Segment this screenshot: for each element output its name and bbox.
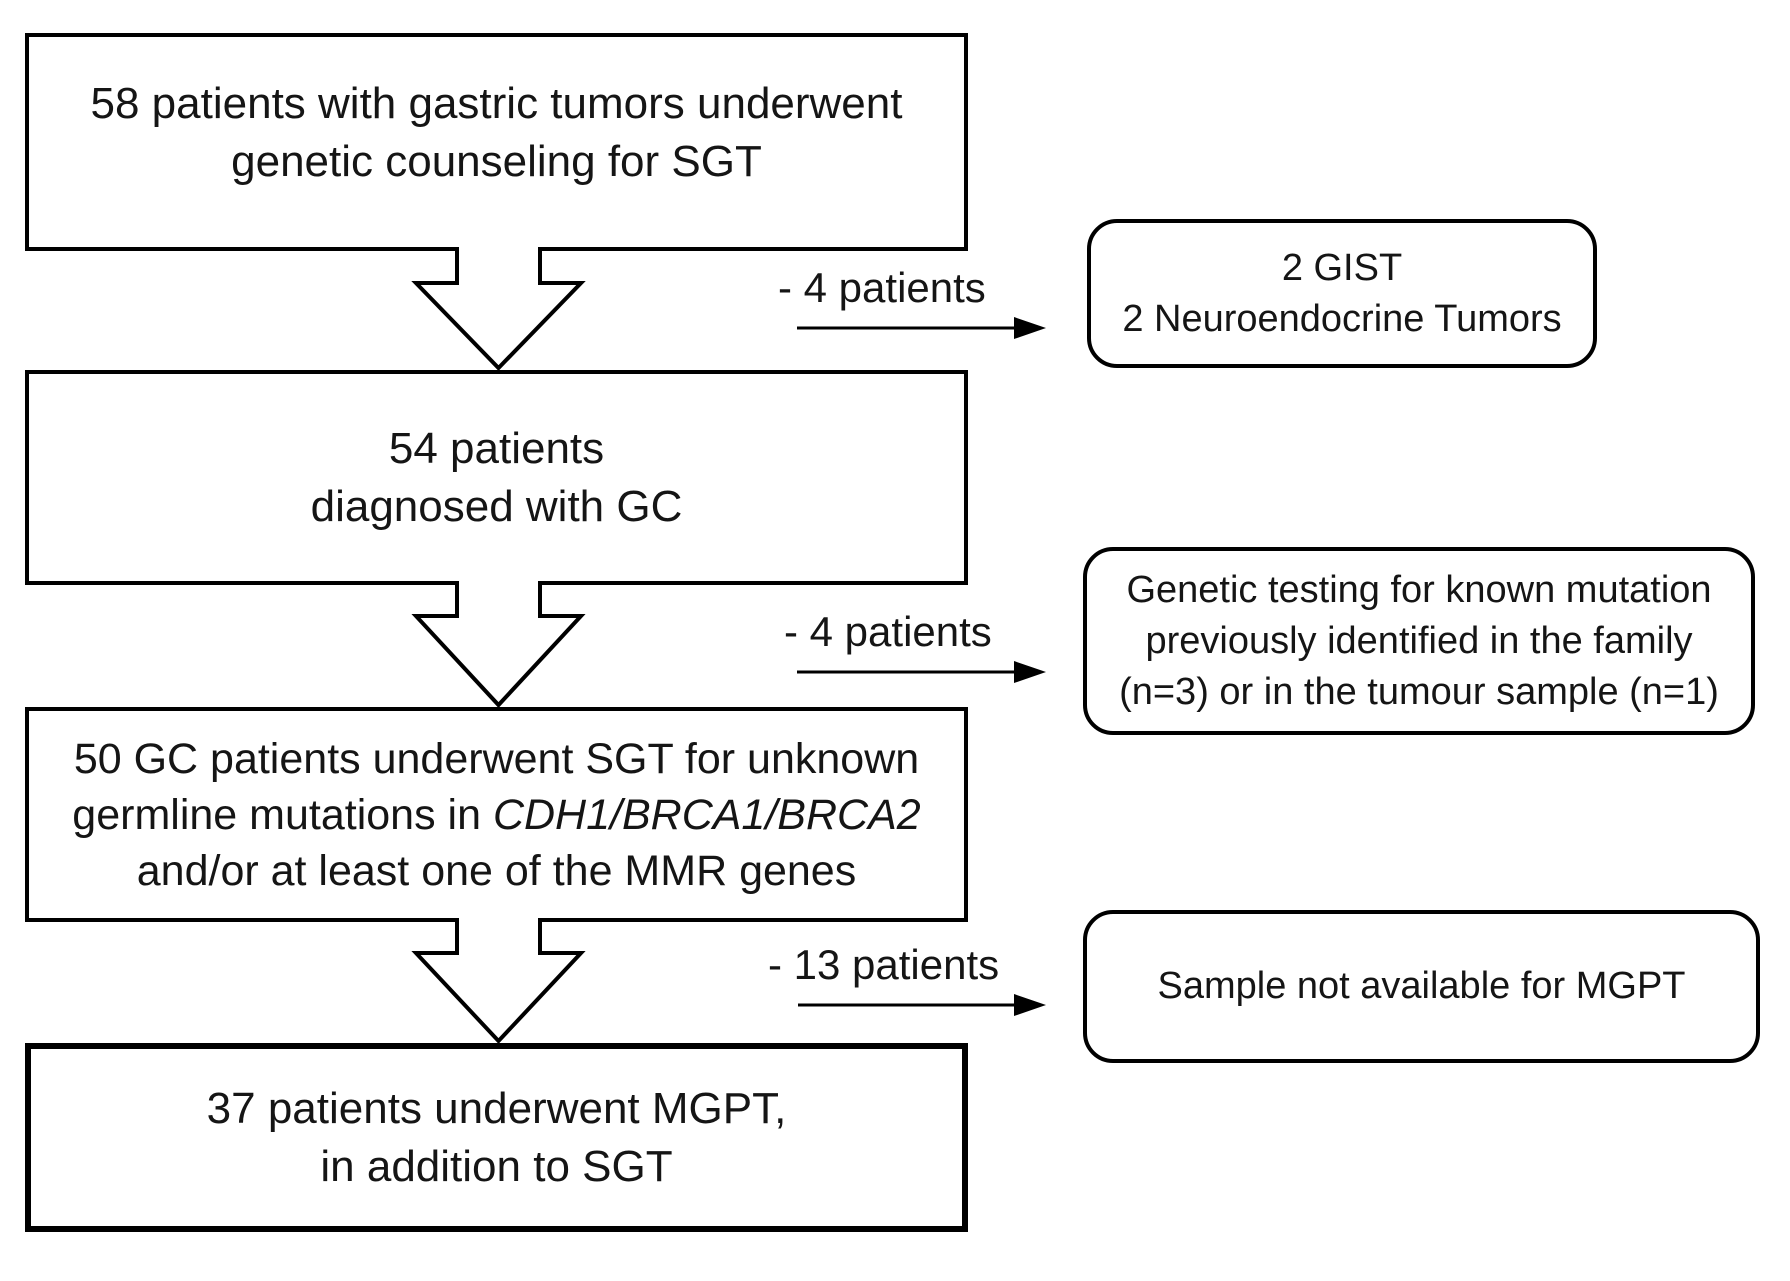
note-text-line: Genetic testing for known mutation <box>1126 568 1712 611</box>
flow-box-text-line: 58 patients with gastric tumors underwen… <box>90 79 903 128</box>
exclusion-arrowhead-2 <box>1014 661 1046 683</box>
exclusion-note-sample-unavailable: Sample not available for MGPT <box>1083 910 1760 1063</box>
exclusion-note-known-mutation: Genetic testing for known mutation previ… <box>1083 547 1755 735</box>
flow-box-diagnosed-gc: 54 patients diagnosed with GC <box>25 370 968 585</box>
exclusion-label-2: - 4 patients <box>784 608 992 655</box>
gene-names-italic: CDH1/BRCA1/BRCA2 <box>481 790 921 839</box>
flow-box-text-line: diagnosed with GC <box>310 481 683 531</box>
down-block-arrow-1 <box>411 247 586 371</box>
flow-box-sgt-testing: 50 GC patients underwent SGT for unknown… <box>25 707 968 922</box>
exclusion-note-other-tumors: 2 GIST 2 Neuroendocrine Tumors <box>1087 219 1597 368</box>
down-block-arrow-2 <box>411 581 586 708</box>
flow-box-text-line: 37 patients underwent MGPT, <box>206 1083 787 1133</box>
note-text-line: 2 GIST <box>1281 246 1403 289</box>
note-text-line: previously identified in the family <box>1145 619 1693 662</box>
note-text-line: 2 Neuroendocrine Tumors <box>1122 297 1562 340</box>
flow-box-genetic-counseling: 58 patients with gastric tumors underwen… <box>25 33 968 251</box>
exclusion-arrowhead-1 <box>1014 317 1046 339</box>
exclusion-label-3: - 13 patients <box>768 941 1000 988</box>
flow-box-text-line: 50 GC patients underwent SGT for unknown <box>73 734 920 783</box>
flow-box-text-line: germline mutations in CDH1/BRCA1/BRCA2 <box>72 787 920 843</box>
flow-box-text-line: 54 patients <box>388 423 605 473</box>
flow-box-text-line: genetic counseling for SGT <box>231 137 762 186</box>
note-text-line: Sample not available for MGPT <box>1157 965 1686 1007</box>
flow-box-text-line: and/or at least one of the MMR genes <box>136 846 857 895</box>
flow-box-text-segment: germline mutations in <box>72 790 481 839</box>
exclusion-label-1: - 4 patients <box>778 264 986 311</box>
note-text-line: (n=3) or in the tumour sample (n=1) <box>1119 670 1719 713</box>
down-block-arrow-3 <box>411 918 586 1044</box>
flow-box-text-line: in addition to SGT <box>320 1141 673 1191</box>
exclusion-arrowhead-3 <box>1014 994 1046 1016</box>
flow-box-mgpt: 37 patients underwent MGPT, in addition … <box>25 1043 968 1232</box>
